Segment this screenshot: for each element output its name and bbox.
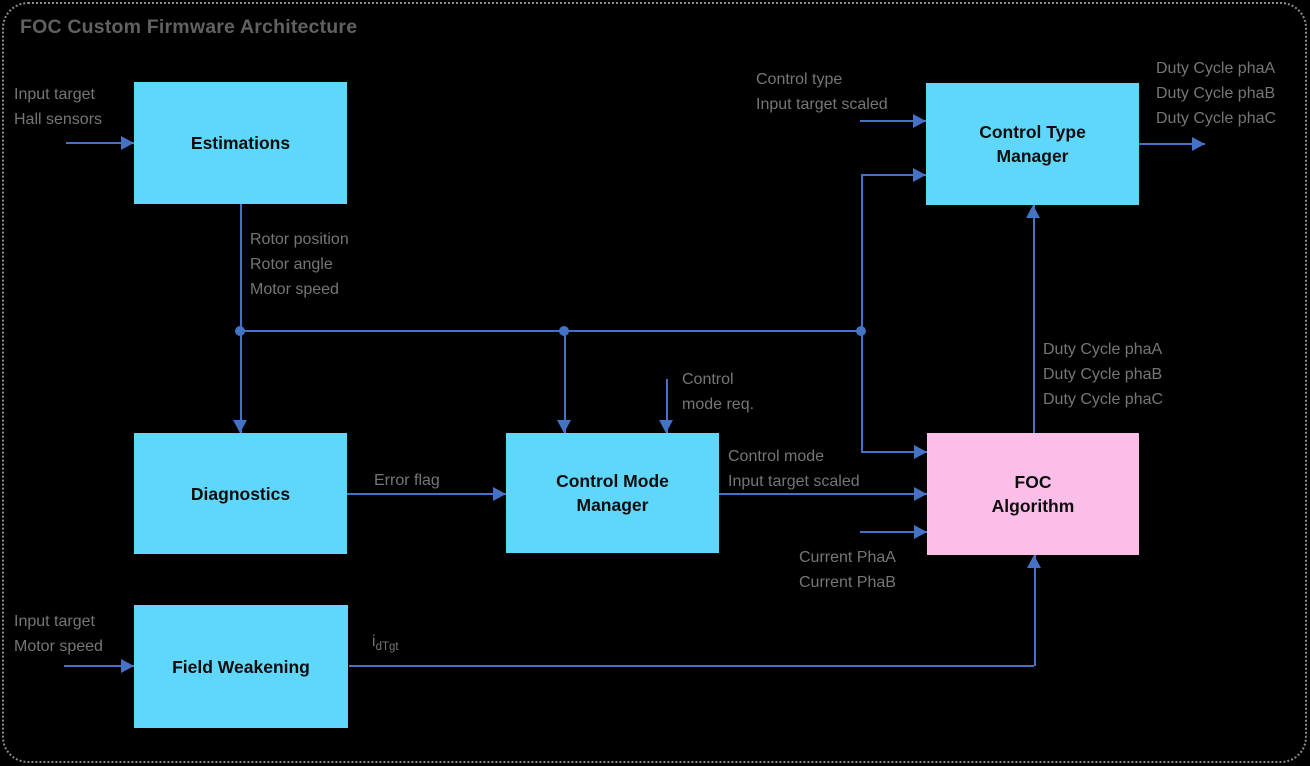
arrowhead-right-icon <box>914 487 927 501</box>
arrowhead-right-icon <box>914 525 927 539</box>
label-idtgt: idTgt <box>372 633 399 654</box>
connector-line <box>666 379 668 433</box>
node-control-type-manager: Control Type Manager <box>926 83 1139 205</box>
connector-line <box>860 531 927 533</box>
connector-line <box>861 175 863 452</box>
junction-dot <box>856 326 866 336</box>
connector-line <box>860 120 926 122</box>
junction-dot <box>235 326 245 336</box>
arrowhead-right-icon <box>913 114 926 128</box>
page-title: FOC Custom Firmware Architecture <box>20 16 358 38</box>
connector-line <box>240 330 861 332</box>
connector-line <box>1034 555 1036 666</box>
arrowhead-right-icon <box>121 136 134 150</box>
arrowhead-right-icon <box>493 487 506 501</box>
connector-line <box>1139 143 1205 145</box>
arrowhead-right-icon <box>913 168 926 182</box>
arrowhead-right-icon <box>121 659 134 673</box>
arrowhead-right-icon <box>914 445 927 459</box>
node-foc-algorithm: FOC Algorithm <box>927 433 1139 555</box>
node-diagnostics: Diagnostics <box>134 433 347 554</box>
connector-line <box>64 665 134 667</box>
arrowhead-up-icon <box>1027 555 1041 568</box>
connector-line <box>347 493 506 495</box>
connector-line <box>349 665 1034 667</box>
connector-line <box>240 204 242 433</box>
arrowhead-down-icon <box>557 420 571 433</box>
connector-line <box>564 331 566 433</box>
node-field-weakening: Field Weakening <box>134 605 348 728</box>
connector-line <box>861 451 927 453</box>
node-control-mode-manager: Control Mode Manager <box>506 433 719 553</box>
arrowhead-up-icon <box>1026 205 1040 218</box>
arrowhead-right-icon <box>1192 137 1205 151</box>
arrowhead-down-icon <box>233 420 247 433</box>
connector-line <box>861 174 926 176</box>
label-error-flag: Error flag <box>374 472 440 489</box>
connector-line <box>1033 205 1035 433</box>
junction-dot <box>559 326 569 336</box>
node-estimations: Estimations <box>134 82 347 204</box>
arrowhead-down-icon <box>659 420 673 433</box>
connector-line <box>66 142 134 144</box>
connector-line <box>719 493 927 495</box>
